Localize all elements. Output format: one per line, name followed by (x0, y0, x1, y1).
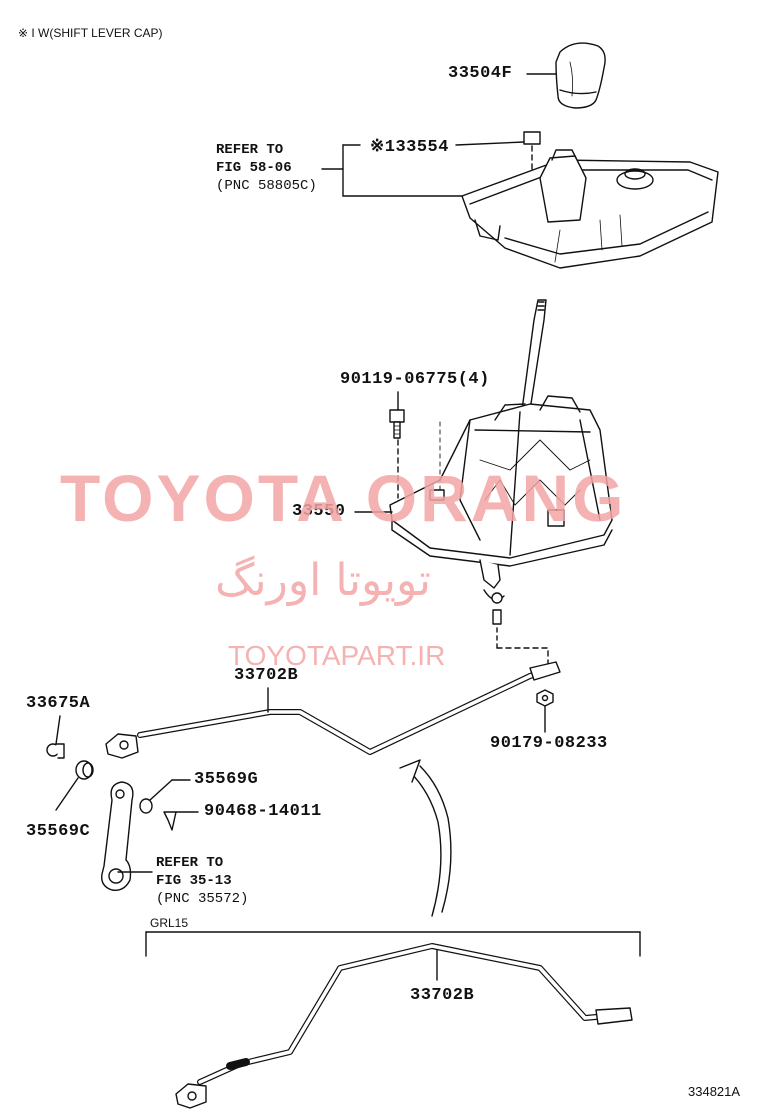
control-lever-drawing (101, 781, 153, 891)
clip-drawing (163, 811, 199, 831)
console-drawing (461, 149, 719, 269)
header-note: ※ I W(SHIFT LEVER CAP) (18, 26, 163, 40)
lever-assembly-drawing (354, 395, 613, 604)
part-label-cap[interactable]: ※133554 (370, 138, 449, 157)
pin-drawing (46, 715, 65, 759)
console-ref-line3: (PNC 58805C) (216, 178, 317, 194)
console-ref-line1: REFER TO (216, 142, 284, 158)
lever-ref-line3: (PNC 35572) (156, 891, 249, 907)
cable-lower-drawing (175, 943, 633, 1109)
watermark-persian: تویوتا اورنگ (215, 555, 431, 606)
variant-bracket (145, 931, 641, 957)
lever-ref-line2: FIG 35-13 (156, 873, 232, 889)
console-ref-bracket (321, 144, 463, 197)
lever-ref-note[interactable]: REFER TO FIG 35-13 (PNC 35572) (156, 854, 248, 908)
arrow-drawing (399, 759, 452, 917)
console-ref-line2: FIG 58-06 (216, 160, 292, 176)
screw-drawing (492, 609, 549, 673)
part-label-lever-assy[interactable]: 33550 (292, 502, 346, 521)
lever-rod-drawing (521, 299, 547, 411)
cable-upper-drawing (105, 661, 561, 759)
part-label-bolt[interactable]: 90119-06775(4) (340, 370, 490, 389)
watermark-url: TOYOTAPART.IR (228, 640, 446, 671)
console-ref-note[interactable]: REFER TO FIG 58-06 (PNC 58805C) (216, 141, 317, 195)
bushing-g-drawing (139, 779, 191, 814)
variant-label: GRL15 (150, 916, 189, 930)
part-label-knob[interactable]: 33504F (448, 64, 513, 83)
footer-code: 334821A (688, 1084, 741, 1099)
lever-ref-line1: REFER TO (156, 855, 224, 871)
bushing-c-drawing (55, 760, 94, 811)
part-label-clip[interactable]: 90468-14011 (204, 802, 322, 821)
part-label-cable-lower[interactable]: 33702B (410, 986, 475, 1005)
nut-drawing (536, 689, 554, 733)
part-label-bushing-c[interactable]: 35569C (26, 822, 91, 841)
part-label-bushing-g[interactable]: 35569G (194, 770, 259, 789)
shift-knob-drawing (526, 42, 606, 109)
part-label-pin[interactable]: 33675A (26, 694, 91, 713)
bolt-drawing (389, 391, 405, 439)
part-label-nut[interactable]: 90179-08233 (490, 734, 608, 753)
part-label-cable-upper[interactable]: 33702B (234, 666, 299, 685)
watermark-latin: TOYOTA ORANG (60, 461, 627, 535)
